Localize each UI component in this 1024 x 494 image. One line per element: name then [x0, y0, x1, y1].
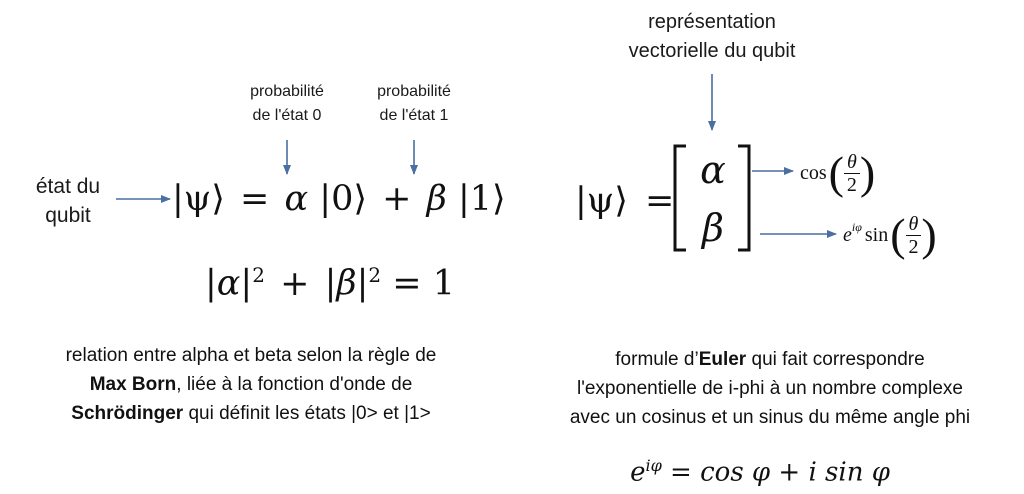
sin-base: e: [843, 223, 852, 246]
sin-left-paren: (: [890, 209, 906, 260]
vector-alpha: α: [700, 148, 726, 192]
max-born-name: Max Born: [89, 374, 177, 395]
sin-right-paren: ): [921, 209, 937, 260]
beta-abs: |β|: [324, 263, 369, 304]
plus-sign-2: +: [280, 263, 310, 304]
psi-ket: |ψ⟩: [172, 179, 225, 219]
euler-exp: iφ: [645, 456, 662, 475]
ket-1: |1⟩: [458, 179, 506, 219]
vecrep-line2: vectorielle du qubit: [628, 40, 796, 62]
cos-fraction: θ 2: [844, 151, 860, 196]
euler-base: e: [630, 457, 646, 488]
born-caption-line1: relation entre alpha et beta selon la rè…: [65, 345, 437, 366]
vecrep-label: représentation vectorielle du qubit: [602, 8, 822, 66]
prob0-line2: de l'état 0: [252, 107, 322, 124]
born-caption-line2-rest: , liée à la fonction d'onde de: [176, 374, 413, 395]
beta-symbol: β: [426, 179, 447, 219]
psi-ket-vector: |ψ⟩: [575, 181, 628, 221]
normalization-equation: |α|2 + |β|2 = 1: [205, 250, 455, 309]
cos-right-paren: ): [859, 147, 876, 198]
sin-num: θ: [905, 213, 922, 236]
prob1-label: probabilité de l'état 1: [353, 80, 475, 128]
euler-caption-line1: formule d’Euler qui fait correspondre: [520, 345, 1020, 374]
ket-0: |0⟩: [319, 179, 368, 219]
euler-rest: = cos φ + i sin φ: [661, 457, 890, 488]
vector-beta: β: [702, 206, 724, 250]
alpha-abs: |α|: [205, 263, 253, 304]
euler-caption-b: qui fait correspondre: [746, 349, 925, 370]
prob1-line1: probabilité: [377, 83, 451, 100]
state-label: état du qubit: [16, 172, 120, 230]
born-caption-line3-rest: qui définit les états |0> et |1>: [183, 403, 431, 424]
born-caption: relation entre alpha et beta selon la rè…: [12, 341, 490, 428]
euler-caption-line2: l'exponentielle de i-phi à un nombre com…: [577, 378, 963, 399]
prob1-line2: de l'état 1: [379, 107, 449, 124]
equals-sign: =: [240, 179, 270, 219]
euler-caption-a: formule d’: [615, 349, 699, 370]
cos-left-paren: (: [828, 147, 844, 198]
cos-term: cos ( θ 2 ): [800, 148, 875, 198]
plus-sign: +: [382, 179, 412, 219]
prob0-label: probabilité de l'état 0: [226, 80, 348, 128]
qubit-equation: |ψ⟩ = α |0⟩ + β |1⟩: [172, 174, 506, 224]
sin-exp: iφ: [851, 220, 862, 234]
cos-fn: cos: [800, 161, 827, 184]
euler-caption-line3: avec un cosinus et un sinus du même angl…: [569, 407, 971, 428]
sin-fn: sin: [864, 223, 889, 246]
vector-brackets: [673, 144, 751, 252]
exponent-2b: 2: [368, 263, 382, 287]
alpha-symbol: α: [284, 179, 309, 219]
prob0-line1: probabilité: [250, 83, 324, 100]
sin-fraction: θ 2: [905, 213, 922, 258]
euler-formula: eiφ = cos φ + i sin φ: [580, 446, 940, 493]
state-line2: qubit: [45, 204, 91, 227]
equals-sign-vector: =: [645, 181, 675, 221]
euler-caption: formule d’Euler qui fait correspondre l'…: [520, 345, 1020, 432]
schrodinger-name: Schrödinger: [71, 403, 184, 424]
born-caption-line3: Schrödinger qui définit les états |0> et…: [12, 399, 490, 428]
state-line1: état du: [35, 175, 101, 198]
exponent-2a: 2: [252, 263, 265, 287]
vector-lhs: |ψ⟩ =: [575, 176, 674, 226]
sin-den: 2: [908, 235, 919, 258]
cos-num: θ: [844, 151, 860, 174]
euler-name: Euler: [698, 349, 747, 370]
vecrep-line1: représentation: [648, 11, 776, 33]
born-caption-line2: Max Born, liée à la fonction d'onde de: [12, 370, 490, 399]
cos-den: 2: [846, 173, 857, 196]
equals-one: = 1: [392, 263, 456, 304]
